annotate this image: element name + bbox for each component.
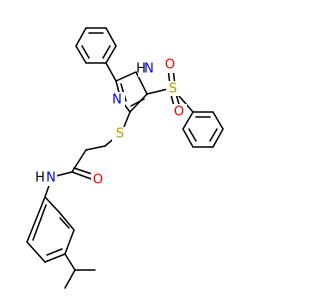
atom-n-imidazole-nh: N: [144, 62, 154, 77]
molecule-structure: H N N S S O O O H N: [26, 27, 224, 289]
atom-o-sulfonyl-top: O: [165, 58, 175, 73]
atom-h-amide: H: [35, 171, 45, 186]
atom-n-amide: N: [46, 171, 56, 186]
atom-h-imidazole: H: [136, 62, 146, 77]
atom-o-amide: O: [93, 173, 103, 188]
atom-labels: H N N S S O O O H N: [33, 58, 187, 188]
atom-o-sulfonyl-bottom: O: [174, 105, 184, 120]
atom-s-thioether: S: [116, 127, 124, 142]
atom-s-sulfonyl: S: [169, 82, 177, 97]
bonds: [26, 27, 224, 289]
atom-n-imidazole: N: [112, 93, 122, 108]
